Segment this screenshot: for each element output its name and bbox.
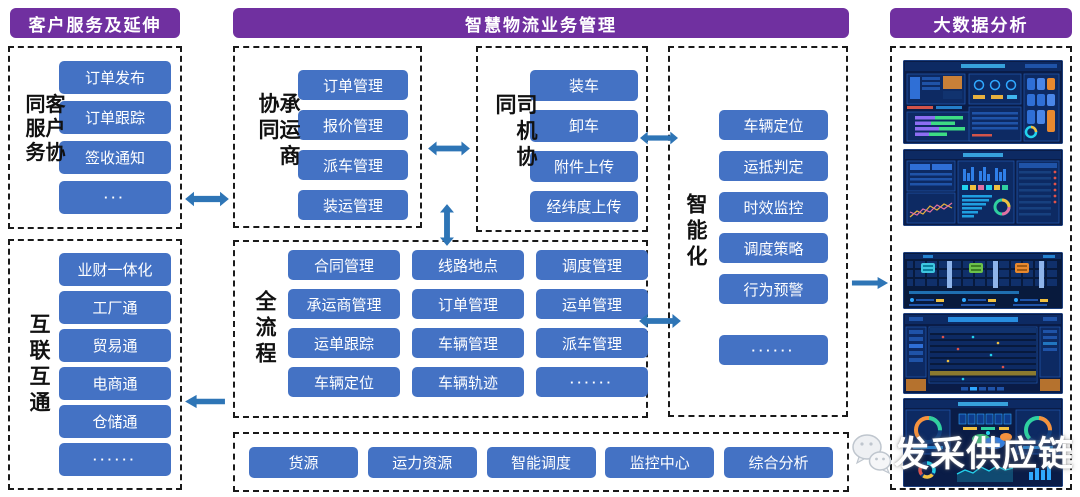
driver-intelligence-arrow-icon xyxy=(639,126,679,150)
node-route-location: 线路地点 xyxy=(412,250,524,280)
node-more-fullprocess: ······ xyxy=(536,367,648,397)
customer-collaboration-label: 客户协同服务 xyxy=(22,92,64,165)
node-smart-dispatch: 智能调度 xyxy=(486,446,596,478)
node-shipment-mgmt: 装运管理 xyxy=(298,190,408,220)
resource-group: 货源 运力资源 智能调度 监控中心 综合分析 xyxy=(233,432,849,492)
interconnect-label: 互联互通 xyxy=(27,312,50,417)
node-vehicle-location-full: 车辆定位 xyxy=(288,367,400,397)
node-dispatch-vehicle-mgmt-full: 派车管理 xyxy=(536,328,648,358)
big-data-group xyxy=(890,46,1072,490)
node-warehouse-link: 仓储通 xyxy=(59,405,171,438)
node-arrival-judgement: 运抵判定 xyxy=(719,151,828,181)
intelligence-label: 智能化 xyxy=(684,192,707,271)
dashboard-thumbnail-gauge-analytics xyxy=(903,398,1063,487)
node-gps-upload: 经纬度上传 xyxy=(530,190,638,222)
dashboard-thumbnail-bi-overview xyxy=(903,60,1063,144)
node-behavior-warning: 行为预警 xyxy=(719,274,828,304)
customer-collaboration-group: 客户协同服务 订单发布 订单跟踪 签收通知 ··· xyxy=(8,46,182,229)
node-dispatch-mgmt: 调度管理 xyxy=(536,250,648,280)
fullprocess-interconnect-arrow-icon xyxy=(184,389,226,414)
driver-collaboration-group: 司机协同 装车 卸车 附件上传 经纬度上传 xyxy=(476,46,648,232)
interconnect-group: 互联互通 业财一体化 工厂通 贸易通 电商通 仓储通 ······ xyxy=(8,239,182,490)
node-ecommerce-link: 电商通 xyxy=(59,367,171,400)
carrier-fullprocess-arrow-icon xyxy=(433,203,461,247)
node-more-intelligence: ······ xyxy=(719,335,828,365)
fullprocess-intelligence-arrow-icon xyxy=(638,308,682,334)
node-more-customer: ··· xyxy=(59,181,171,214)
node-factory-link: 工厂通 xyxy=(59,291,171,324)
full-process-label: 全流程 xyxy=(253,290,276,368)
node-monitor-center: 监控中心 xyxy=(605,446,715,478)
node-dispatch-vehicle-mgmt: 派车管理 xyxy=(298,150,408,180)
header-customer-service: 客户服务及延伸 xyxy=(10,8,180,38)
node-capacity-resource: 运力资源 xyxy=(367,446,477,478)
node-more-interconnect: ······ xyxy=(59,443,171,476)
carrier-driver-arrow-icon xyxy=(427,136,471,161)
node-vehicle-trajectory: 车辆轨迹 xyxy=(412,367,524,397)
node-business-finance: 业财一体化 xyxy=(59,253,171,286)
node-waybill-tracking: 运单跟踪 xyxy=(288,328,400,358)
node-trade-link: 贸易通 xyxy=(59,329,171,362)
intelligence-group: 智能化 车辆定位 运抵判定 时效监控 调度策略 行为预警 ······ xyxy=(668,46,848,417)
node-order-tracking: 订单跟踪 xyxy=(59,101,171,134)
node-sla-monitor: 时效监控 xyxy=(719,192,828,222)
node-order-publish: 订单发布 xyxy=(59,61,171,94)
node-sign-notice: 签收通知 xyxy=(59,141,171,174)
node-carrier-mgmt: 承运商管理 xyxy=(288,289,400,319)
node-cargo-source: 货源 xyxy=(249,446,358,478)
node-attachment-upload: 附件上传 xyxy=(530,150,638,182)
dashboard-thumbnail-operations xyxy=(903,149,1063,226)
dashboard-thumbnail-dispatch-table xyxy=(903,313,1063,394)
node-loading: 装车 xyxy=(530,70,638,102)
intelligence-bigdata-arrow-icon xyxy=(851,269,889,297)
node-waybill-mgmt: 运单管理 xyxy=(536,289,648,319)
node-vehicle-location: 车辆定位 xyxy=(719,110,828,140)
node-quote-mgmt: 报价管理 xyxy=(298,110,408,140)
node-vehicle-mgmt: 车辆管理 xyxy=(412,328,524,358)
dashboard-thumbnail-vehicle-monitor xyxy=(903,252,1063,309)
carrier-collaboration-label: 承运商协同 xyxy=(256,92,300,171)
node-综合-analysis: 综合分析 xyxy=(724,446,833,478)
node-order-mgmt-full: 订单管理 xyxy=(412,289,524,319)
node-unloading: 卸车 xyxy=(530,110,638,142)
header-big-data: 大数据分析 xyxy=(890,8,1072,38)
full-process-group: 全流程 合同管理 线路地点 调度管理 承运商管理 订单管理 运单管理 运单跟踪 … xyxy=(233,240,648,418)
node-contract-mgmt: 合同管理 xyxy=(288,250,400,280)
node-order-mgmt-carrier: 订单管理 xyxy=(298,70,408,100)
driver-collaboration-label: 司机协同 xyxy=(493,93,537,172)
customer-carrier-arrow-icon xyxy=(184,186,230,212)
node-dispatch-strategy: 调度策略 xyxy=(719,233,828,263)
header-smart-logistics: 智慧物流业务管理 xyxy=(233,8,849,38)
wechat-icon xyxy=(850,430,894,478)
carrier-collaboration-group: 承运商协同 订单管理 报价管理 派车管理 装运管理 xyxy=(233,46,422,228)
